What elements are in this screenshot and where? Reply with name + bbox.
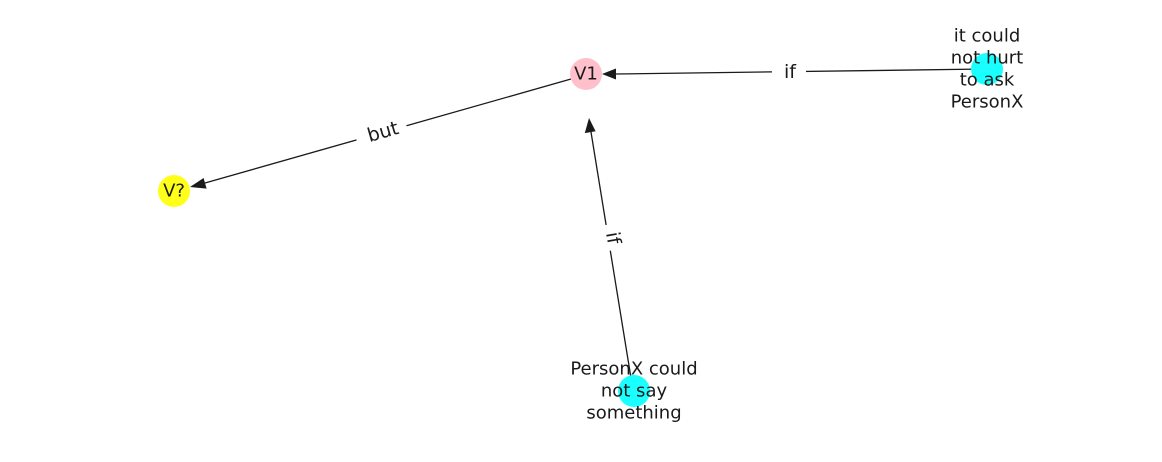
node-vq-circle bbox=[158, 175, 190, 207]
edge-v1-to-vq: but bbox=[190, 78, 572, 189]
arrowhead bbox=[602, 68, 616, 80]
edge-label-bg bbox=[772, 59, 806, 85]
node-say-circle bbox=[618, 375, 650, 407]
edge-label-if-top: if bbox=[784, 61, 797, 83]
edge-label-bg bbox=[351, 109, 411, 153]
arrowhead bbox=[584, 118, 596, 134]
node-hurt-label-line-2: not hurt bbox=[951, 48, 1023, 69]
node-say-label-line-3: something bbox=[586, 403, 681, 424]
node-v1: V1 bbox=[570, 58, 602, 90]
node-v1-label: V1 bbox=[574, 64, 598, 85]
edge-label-bg bbox=[594, 221, 632, 253]
node-vq: V? bbox=[158, 175, 190, 207]
node-hurt-circle bbox=[971, 53, 1003, 85]
node-say-label-line-2: not say bbox=[601, 381, 668, 402]
node-personx-could-not-say: PersonX could not say something bbox=[570, 359, 697, 424]
node-hurt-label-line-3: to ask bbox=[960, 70, 1015, 91]
edge-hurt-to-v1: if bbox=[602, 59, 987, 85]
node-v1-circle bbox=[570, 58, 602, 90]
node-hurt-label-line-4: PersonX bbox=[951, 92, 1024, 113]
edge-line bbox=[590, 131, 632, 379]
node-it-could-not-hurt: it could not hurt to ask PersonX bbox=[951, 26, 1024, 113]
arrowhead bbox=[190, 178, 207, 189]
edge-label-if-bottom: if bbox=[601, 230, 625, 247]
edge-say-to-v1: if bbox=[584, 118, 632, 379]
node-say-label-line-1: PersonX could bbox=[570, 359, 697, 380]
node-hurt-label-line-1: it could bbox=[954, 26, 1021, 47]
node-vq-label: V? bbox=[163, 181, 185, 202]
